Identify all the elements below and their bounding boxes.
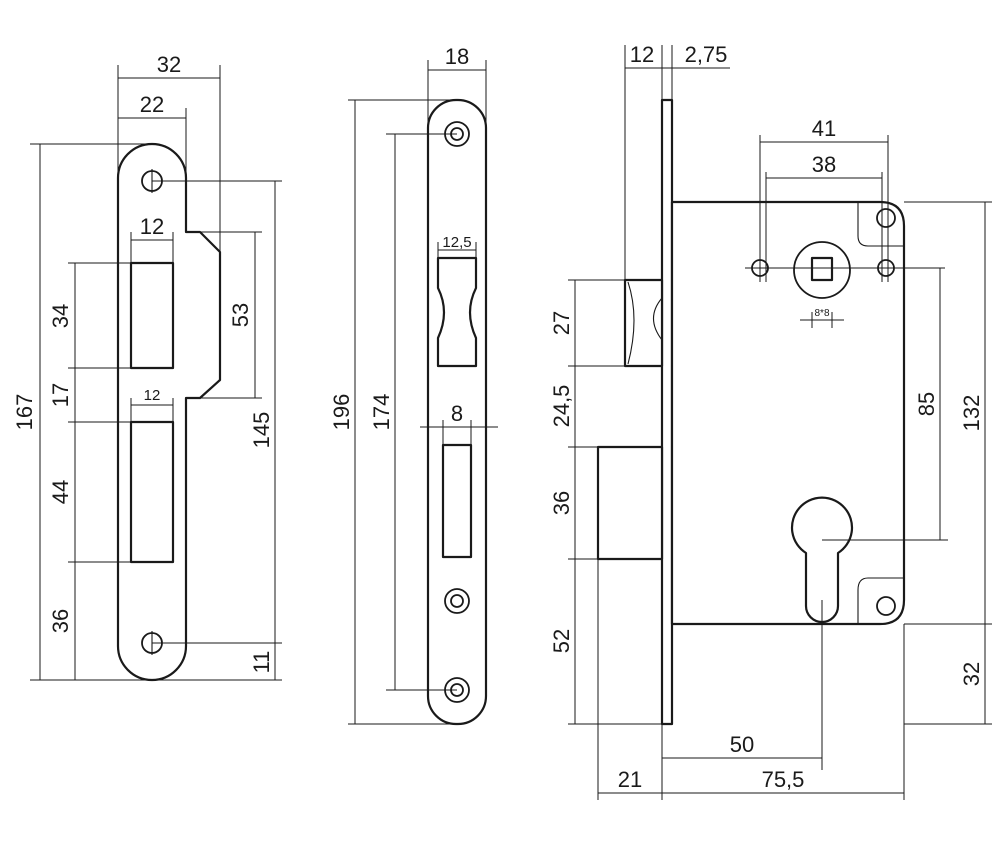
dim-strike-lip-height: 53 — [228, 303, 253, 327]
dim-strike-upper-slot-width: 12 — [140, 214, 164, 239]
strike-plate-upper-slot — [129, 261, 175, 370]
lock-body-bottom-screw — [876, 596, 896, 616]
dim-bolt-throw: 21 — [618, 767, 642, 792]
dim-spindle-to-cylinder: 85 — [914, 392, 939, 416]
strike-plate-lower-slot — [129, 420, 175, 564]
lock-body-bolt — [596, 445, 664, 561]
dim-faceplate-hole-spacing: 174 — [369, 394, 394, 431]
strike-plate-outline — [116, 142, 222, 682]
lock-body-latch — [623, 278, 664, 368]
dim-strike-hole-bottom: 11 — [249, 651, 274, 674]
dim-faceplate-total-height: 196 — [329, 394, 354, 431]
dim-strike-lower-slot-height: 44 — [48, 480, 73, 504]
dim-faceplate-width: 18 — [445, 44, 469, 69]
faceplate-bolt-opening — [441, 443, 473, 559]
dim-strike-gap: 17 — [48, 383, 73, 407]
lock-body-top-screw — [876, 208, 896, 228]
dim-strike-lower-slot-width: 12 — [144, 387, 161, 404]
dim-strike-hole-spacing: 145 — [249, 412, 274, 449]
dim-pin-spacing-outer: 41 — [812, 116, 836, 141]
dim-strike-bottom: 36 — [48, 609, 73, 633]
dim-faceplate-thickness: 12 — [630, 42, 654, 67]
dim-faceplate-offset: 2,75 — [685, 42, 728, 67]
dim-cylinder-to-bottom: 32 — [959, 662, 984, 686]
dim-bolt-to-bottom: 52 — [549, 629, 574, 653]
lock-body-case — [670, 200, 906, 626]
strike-plate: 32 22 12 12 167 34 17 44 36 53 145 11 — [12, 52, 282, 682]
lock-body-faceplate-side — [660, 98, 674, 726]
dim-strike-total-height: 167 — [12, 394, 37, 431]
dim-latch-height: 27 — [549, 311, 574, 335]
faceplate-outline — [426, 98, 488, 726]
dim-body-height: 132 — [959, 395, 984, 432]
lock-body-spindle-square — [810, 256, 834, 282]
dim-backset: 50 — [730, 732, 754, 757]
dim-latch-to-bolt: 24,5 — [549, 385, 574, 428]
dim-faceplate-bolt-width: 8 — [451, 401, 463, 426]
dim-bolt-height: 36 — [549, 491, 574, 515]
dim-strike-upper-slot-height: 34 — [48, 304, 73, 328]
dim-spindle-size: 8*8 — [814, 308, 829, 319]
lock-faceplate: 18 196 174 12,5 8 — [329, 44, 498, 726]
lock-body-cylinder-profile — [790, 496, 854, 624]
dim-pin-spacing-inner: 38 — [812, 152, 836, 177]
dim-faceplate-latch-width: 12,5 — [442, 234, 471, 251]
dim-strike-offset: 22 — [140, 92, 164, 117]
dim-body-depth: 75,5 — [762, 767, 805, 792]
faceplate-latch-opening — [436, 256, 478, 368]
lock-body: 12 2,75 41 38 8*8 27 24,5 36 52 85 132 3… — [549, 42, 992, 800]
dim-strike-width: 32 — [157, 52, 181, 77]
